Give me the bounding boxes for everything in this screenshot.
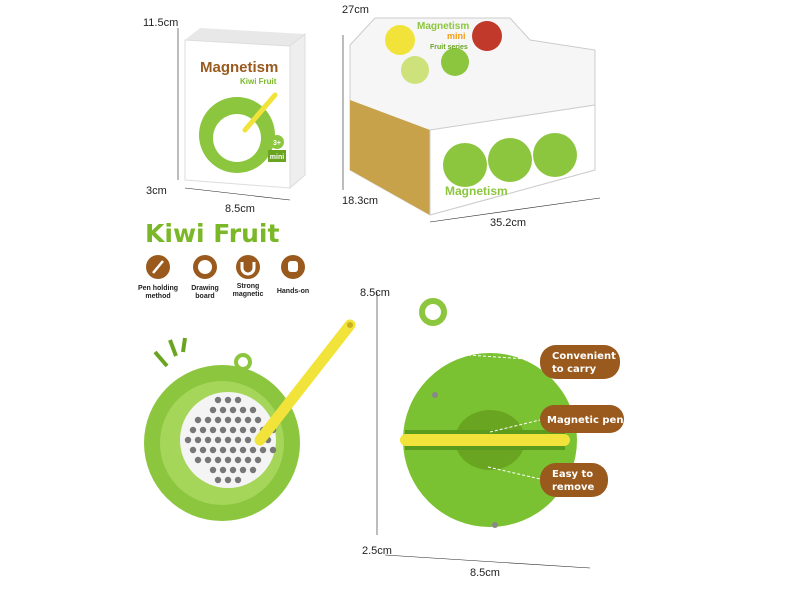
board-hole [214, 416, 222, 424]
board-hole [239, 446, 247, 454]
board-hole [254, 456, 262, 464]
board-hole [194, 456, 202, 464]
feature-label: method [145, 293, 170, 300]
callout-text: Magnetic pen [547, 415, 623, 426]
board-hole [224, 436, 232, 444]
board-hole [224, 396, 232, 404]
page-title: Kiwi Fruit [145, 219, 279, 248]
board-hole [219, 446, 227, 454]
board-hole [204, 436, 212, 444]
board-hole [189, 446, 197, 454]
board-hole [249, 426, 257, 434]
feature-icons: Pen holding method Drawing board Strong … [138, 255, 309, 300]
board-hole [219, 406, 227, 414]
board-hole [209, 406, 217, 414]
display-series: Fruit series [430, 44, 468, 51]
board-hole [189, 426, 197, 434]
board-hole [209, 446, 217, 454]
board-hole [214, 396, 222, 404]
feature-label: Hands-on [277, 288, 309, 295]
kiwi-front [144, 319, 356, 521]
board-hole [209, 466, 217, 474]
board-hole [184, 436, 192, 444]
board-hole [204, 456, 212, 464]
board-hole [254, 416, 262, 424]
board-hole [269, 446, 277, 454]
callout-text: remove [552, 482, 595, 493]
board-hole [234, 476, 242, 484]
callout-text: to carry [552, 364, 597, 375]
board-hole [229, 406, 237, 414]
board-hole [229, 446, 237, 454]
display-height-label: 27cm [342, 4, 369, 16]
feature-label: board [195, 293, 214, 300]
board-hole [234, 416, 242, 424]
feature-label: magnetic [233, 291, 264, 298]
feature-label: Drawing [191, 285, 219, 292]
product-depth-label: 2.5cm [362, 545, 392, 557]
board-hole [219, 466, 227, 474]
board-hole [234, 436, 242, 444]
board-hole [219, 426, 227, 434]
board-hole [224, 416, 232, 424]
callout-carry [540, 345, 620, 379]
box-subtitle: Kiwi Fruit [240, 77, 277, 86]
kiwi-back [400, 298, 577, 528]
board-hole [249, 446, 257, 454]
display-brand: Magnetism [417, 21, 469, 32]
callout-text: Convenient [552, 351, 616, 362]
board-hole [209, 426, 217, 434]
board-hole [239, 426, 247, 434]
board-hole [224, 476, 232, 484]
box-width-label: 8.5cm [225, 203, 255, 215]
board-hole [224, 456, 232, 464]
board-hole [194, 436, 202, 444]
display-mini: mini [447, 31, 466, 41]
box-badge: mini [270, 154, 284, 161]
board-hole [194, 416, 202, 424]
board-hole [249, 406, 257, 414]
board-hole [234, 396, 242, 404]
callout-remove [540, 463, 608, 497]
board-hole [244, 416, 252, 424]
board-hole [244, 456, 252, 464]
board-hole [214, 476, 222, 484]
box-age: 3+ [273, 140, 281, 147]
box-depth-label: 3cm [146, 185, 167, 197]
box-brand: Magnetism [200, 59, 278, 76]
board-hole [199, 446, 207, 454]
retail-box: Magnetism Kiwi Fruit mini 3+ [184, 28, 306, 190]
board-hole [204, 416, 212, 424]
board-hole [239, 406, 247, 414]
feature-label: Pen holding [138, 285, 178, 292]
board-hole [229, 426, 237, 434]
board-hole [214, 436, 222, 444]
magnet-icon [236, 255, 260, 279]
display-depth-label: 18.3cm [342, 195, 378, 207]
callout-pen [540, 405, 624, 433]
product-width-label: 8.5cm [470, 567, 500, 579]
board-hole [239, 466, 247, 474]
board-hole [259, 446, 267, 454]
callout-text: Easy to [552, 469, 593, 480]
board-hole [244, 436, 252, 444]
board-hole [234, 456, 242, 464]
board-hole [249, 466, 257, 474]
callouts: Convenient to carry Magnetic pen Easy to… [467, 345, 624, 497]
board-hole [229, 466, 237, 474]
product-height-label: 8.5cm [360, 287, 390, 299]
board-hole [214, 456, 222, 464]
box-height-label: 11.5cm [143, 17, 178, 29]
board-hole [199, 426, 207, 434]
display-width-label: 35.2cm [490, 217, 526, 229]
display-box: Magnetism mini Fruit series Magnetism [349, 17, 596, 216]
display-front-brand: Magnetism [445, 184, 508, 198]
feature-label: Strong [237, 283, 260, 290]
